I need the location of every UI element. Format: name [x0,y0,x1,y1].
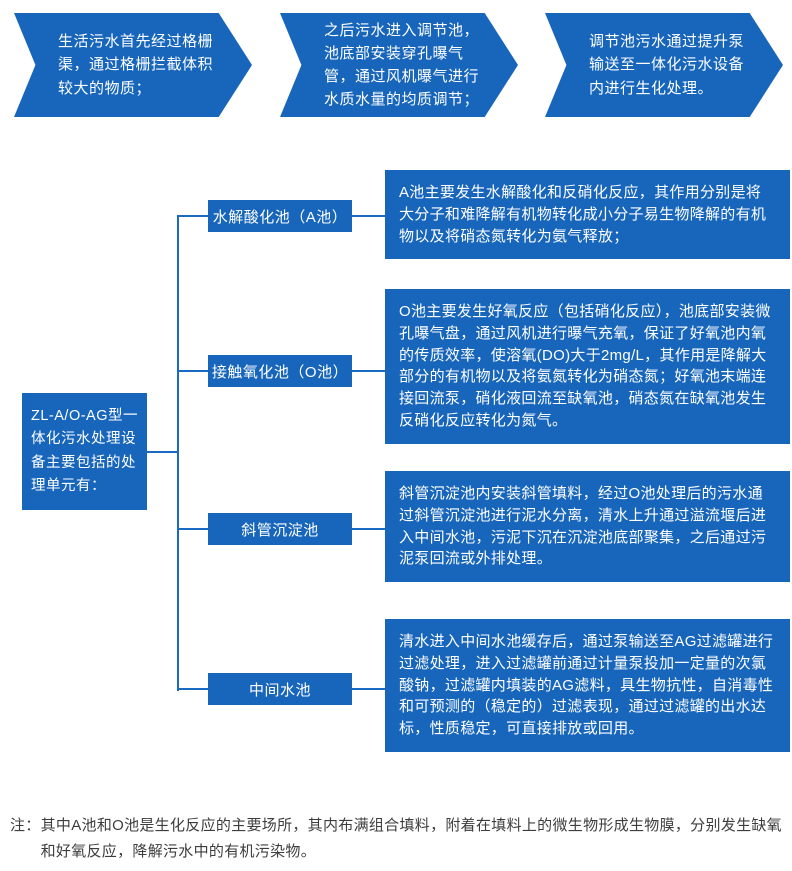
connector-trunk [177,215,179,691]
node-label: 斜管沉淀池 [241,521,319,539]
description-hydrolysis-acidification: A池主要发生水解酸化和反硝化反应，其作用分别是将大分子和难降解有机物转化成小分子… [385,170,790,260]
footnote-prefix: 注： [10,817,41,834]
description-inclined-tube-sedimentation: 斜管沉淀池内安装斜管填料，经过O池处理后的污水通过斜管沉淀池进行泥水分离，清水上… [385,471,790,582]
connector-branch-1-left [178,215,208,217]
process-step-arrow-2: 之后污水进入调节池，池底部安装穿孔曝气管，通过风机曝气进行水质水量的均质调节； [280,13,518,117]
node-label: 接触氧化池（O池） [211,363,349,381]
footnote: 注： 其中A池和O池是生化反应的主要场所，其内布满组合填料，附着在填料上的微生物… [10,813,782,866]
node-label: 中间水池 [248,681,311,699]
root-node-label: ZL-A/O-AG型一体化污水处理设备主要包括的处理单元有： [31,408,139,495]
connector-branch-1-right [352,215,385,217]
process-step-2-text: 之后污水进入调节池，池底部安装穿孔曝气管，通过风机曝气进行水质水量的均质调节； [324,21,480,109]
process-step-arrow-3: 调节池污水通过提升泵输送至一体化污水设备内进行生化处理。 [545,13,783,117]
process-step-3-text: 调节池污水通过提升泵输送至一体化污水设备内进行生化处理。 [589,33,745,97]
description-text: A池主要发生水解酸化和反硝化反应，其作用分别是将大分子和难降解有机物转化成小分子… [399,184,767,245]
process-step-1-text: 生活污水首先经过格栅渠，通过格栅拦截体积较大的物质； [58,33,214,97]
connector-root-to-trunk [147,451,178,453]
description-contact-oxidation: O池主要发生好氧反应（包括硝化反应），池底部安装微孔曝气盘，通过风机进行曝气充氧… [385,289,790,444]
description-text: 斜管沉淀池内安装斜管填料，经过O池处理后的污水通过斜管沉淀池进行泥水分离，清水上… [399,485,767,568]
root-node: ZL-A/O-AG型一体化污水处理设备主要包括的处理单元有： [22,393,147,510]
description-intermediate-tank: 清水进入中间水池缓存后，通过泵输送至AG过滤罐进行过滤处理，进入过滤罐前通过计量… [385,619,790,752]
connector-branch-2-left [178,370,208,372]
node-label: 水解酸化池（A池） [212,208,348,226]
connector-branch-2-right [352,370,385,372]
connector-branch-3-left [178,528,208,530]
connector-branch-4-left [178,688,208,690]
description-text: 清水进入中间水池缓存后，通过泵输送至AG过滤罐进行过滤处理，进入过滤罐前通过计量… [399,633,774,737]
footnote-text: 其中A池和O池是生化反应的主要场所，其内布满组合填料，附着在填料上的微生物形成生… [40,817,782,861]
description-text: O池主要发生好氧反应（包括硝化反应），池底部安装微孔曝气盘，通过风机进行曝气充氧… [399,303,771,429]
connector-branch-3-right [352,528,385,530]
node-inclined-tube-sedimentation: 斜管沉淀池 [208,513,352,545]
process-step-arrow-1: 生活污水首先经过格栅渠，通过格栅拦截体积较大的物质； [14,13,252,117]
connector-branch-4-right [352,688,385,690]
node-hydrolysis-acidification: 水解酸化池（A池） [208,200,352,232]
node-intermediate-tank: 中间水池 [208,673,352,705]
node-contact-oxidation: 接触氧化池（O池） [208,355,352,387]
